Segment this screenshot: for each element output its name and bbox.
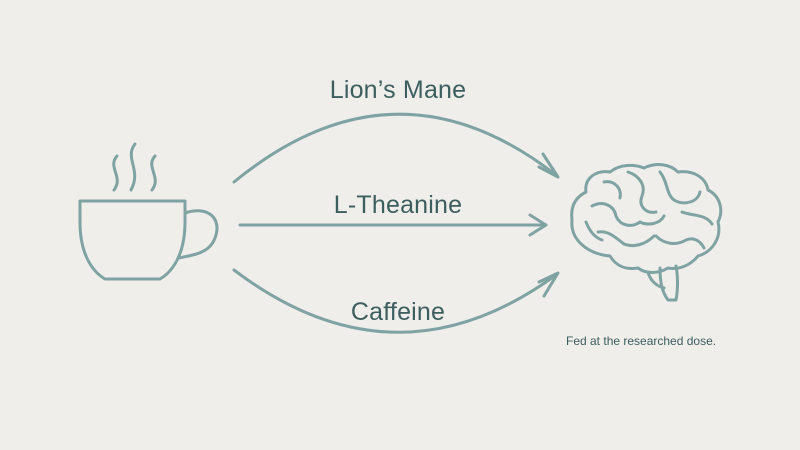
arrow-lions-mane (232, 112, 558, 184)
arrowhead-caffeine (537, 271, 560, 298)
arrow-caffeine (232, 268, 558, 334)
arrowhead-lions-mane (537, 152, 560, 179)
label-l-theanine: L-Theanine (333, 191, 463, 219)
arrowhead-l-theanine (528, 213, 548, 237)
label-lions-mane: Lion’s Mane (329, 76, 467, 104)
label-caffeine: Caffeine (350, 298, 446, 326)
arrows (232, 112, 560, 334)
brain-caption: Fed at the researched dose. (566, 334, 717, 348)
brain-icon (570, 163, 723, 302)
coffee-cup-icon (78, 142, 219, 281)
